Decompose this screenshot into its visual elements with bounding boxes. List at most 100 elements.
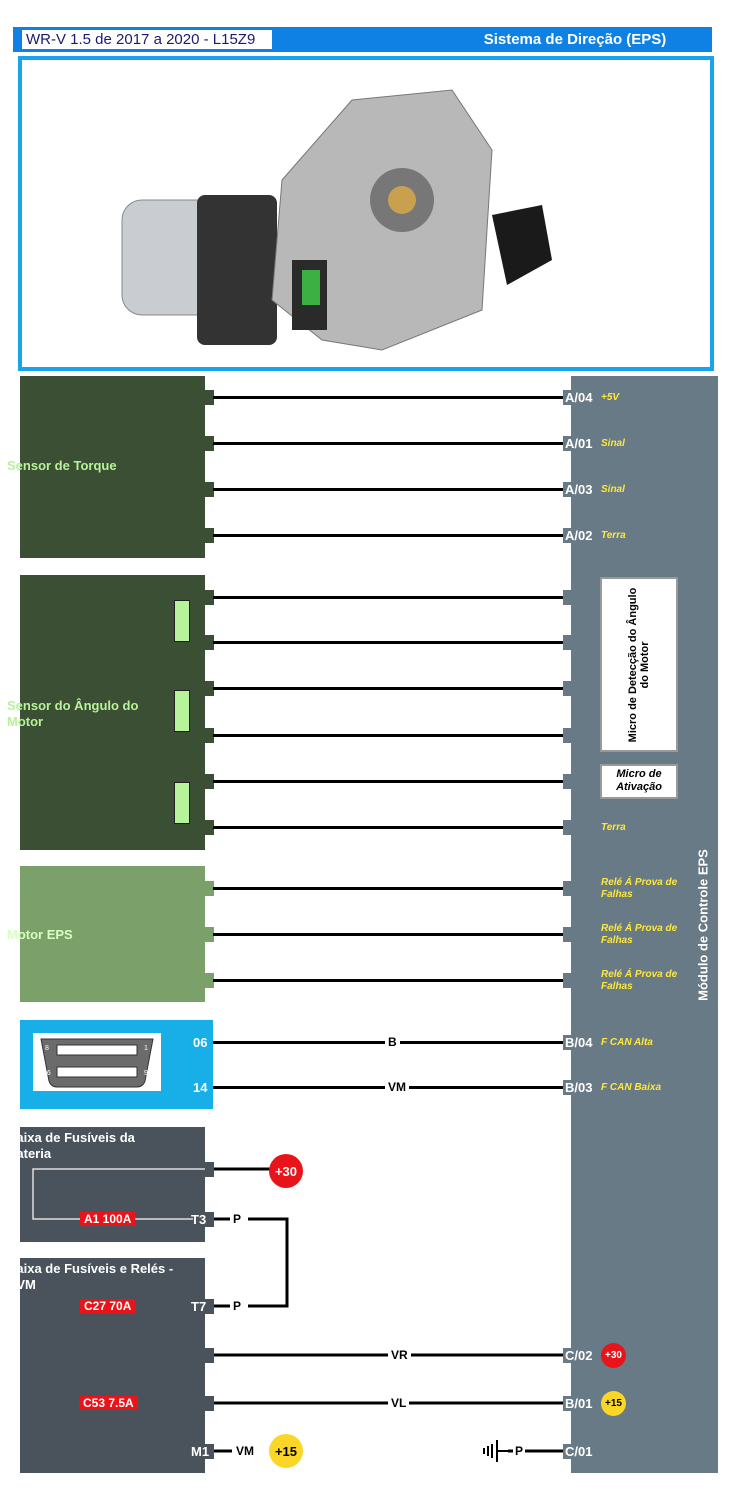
wire: [213, 396, 564, 399]
connector-pin-tab: [205, 927, 214, 942]
fuse-c53: C53 7.5A: [79, 1396, 138, 1410]
obd-pin: 06: [193, 1035, 208, 1050]
module-pin-tab: [563, 482, 572, 497]
module-pin-tab: [563, 728, 572, 743]
pin-label: B/01: [565, 1396, 593, 1411]
wire: [213, 979, 564, 982]
wire: [213, 442, 564, 445]
connector-pin-tab: [205, 590, 214, 605]
module-pin-tab: [563, 681, 572, 696]
module-pin-tab: [563, 973, 572, 988]
module-pin-tab: [563, 774, 572, 789]
wire: [213, 780, 564, 783]
signal-label: F CAN Baixa: [601, 1082, 662, 1093]
motor-eps-label: Motor EPS: [7, 927, 73, 942]
wire-color: P: [233, 1299, 242, 1313]
sensor-element: [174, 600, 190, 642]
terminal-t3: T3: [191, 1212, 207, 1227]
supply-30-badge: +30: [601, 1343, 626, 1368]
wire: [213, 734, 564, 737]
wire-color: P: [513, 1444, 526, 1458]
pin-label: C/01: [565, 1444, 593, 1459]
connector-pin-tab: [205, 1348, 214, 1363]
cvm-fuse-box: [20, 1258, 205, 1473]
wire: [213, 488, 564, 491]
module-pin-tab: [563, 1348, 572, 1363]
wire: [213, 887, 564, 890]
svg-text:8: 8: [45, 1045, 49, 1052]
signal-label: +5V: [601, 392, 620, 403]
wire: [213, 641, 564, 644]
eps-control-module: [571, 376, 718, 1473]
torque-sensor-label: Sensor de Torque: [7, 458, 117, 473]
signal-label: Terra: [601, 822, 626, 833]
connector-pin-tab: [205, 390, 214, 405]
terminal-t7: T7: [191, 1299, 207, 1314]
micro-detection-box: Micro de Detecção do Ângulo do Motor: [600, 577, 678, 752]
eps-motor-image: [121, 89, 552, 351]
component-photo: [18, 56, 714, 371]
connector-pin-tab: [205, 1444, 214, 1459]
connector-pin-tab: [205, 1299, 214, 1314]
module-pin-tab: [563, 881, 572, 896]
wire-color: P: [233, 1212, 242, 1226]
module-pin-tab: [563, 1080, 572, 1095]
module-pin-tab: [563, 436, 572, 451]
signal-label: Sinal: [601, 484, 625, 495]
pin-label: A/01: [565, 436, 593, 451]
module-pin-tab: [563, 528, 572, 543]
sensor-element: [174, 690, 190, 732]
signal-label: Relé Á Prova de Falhas: [601, 969, 678, 992]
signal-label: Relé Á Prova de Falhas: [601, 877, 678, 900]
wire: [213, 933, 564, 936]
micro-activation-box: Micro de Ativação: [600, 764, 678, 799]
signal-label: F CAN Alta: [601, 1037, 653, 1048]
angle-sensor-label: Sensor do Ângulo do Motor: [7, 698, 139, 729]
connector-pin-tab: [205, 1212, 214, 1227]
connector-pin-tab: [205, 1162, 214, 1177]
module-pin-tab: [563, 1035, 572, 1050]
connector-pin-tab: [205, 728, 214, 743]
wire-color: VM: [385, 1080, 409, 1094]
pin-label: A/02: [565, 528, 593, 543]
signal-label: Relé Á Prova de Falhas: [601, 923, 678, 946]
wire: [213, 826, 564, 829]
system-title: Sistema de Direção (EPS): [483, 31, 667, 48]
svg-text:1: 1: [144, 1045, 148, 1052]
obd-pin: 14: [193, 1080, 208, 1095]
pin-label: B/04: [565, 1035, 593, 1050]
wire-color: VM: [233, 1444, 257, 1458]
wire-color: B: [385, 1035, 400, 1049]
ground-icon: [482, 1440, 498, 1462]
fuse-c27: C27 70A: [80, 1299, 136, 1313]
wire: [213, 596, 564, 599]
svg-text:16: 16: [43, 1070, 51, 1077]
module-pin-tab: [563, 590, 572, 605]
fuse-a1: A1 100A: [80, 1212, 136, 1226]
module-pin-tab: [563, 927, 572, 942]
supply-15-badge: +15: [269, 1434, 303, 1468]
signal-label: Terra: [601, 530, 626, 541]
connector-pin-tab: [205, 635, 214, 650]
sensor-element: [174, 782, 190, 824]
connector-pin-tab: [205, 436, 214, 451]
connector-pin-tab: [205, 774, 214, 789]
terminal-m1: M1: [191, 1444, 210, 1459]
wire-color: VL: [388, 1396, 410, 1410]
supply-15-badge: +15: [601, 1391, 626, 1416]
pin-label: C/02: [565, 1348, 593, 1363]
connector-pin-tab: [205, 1396, 214, 1411]
module-pin-tab: [563, 1444, 572, 1459]
pin-label: A/03: [565, 482, 593, 497]
connector-pin-tab: [205, 820, 214, 835]
motor-eps-block: [20, 866, 205, 1002]
module-pin-tab: [563, 1396, 572, 1411]
pin-label: A/04: [565, 390, 593, 405]
module-pin-tab: [563, 635, 572, 650]
wire: [213, 534, 564, 537]
supply-30-badge: +30: [269, 1154, 303, 1188]
connector-pin-tab: [205, 881, 214, 896]
pin-label: B/03: [565, 1080, 593, 1095]
wire-color: VR: [388, 1348, 411, 1362]
connector-pin-tab: [205, 973, 214, 988]
